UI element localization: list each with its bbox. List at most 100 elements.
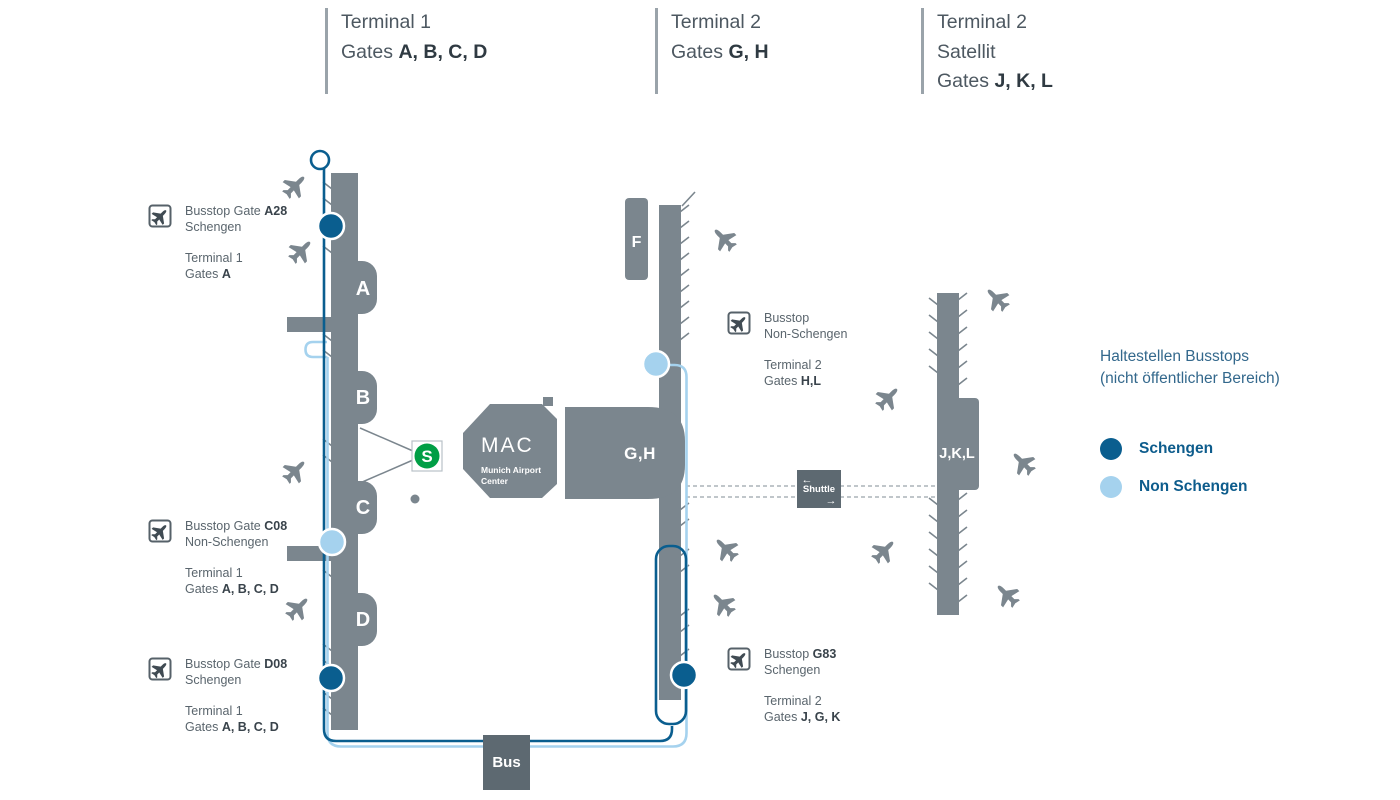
busstop-icon bbox=[727, 311, 751, 335]
busstop-name-prefix: Busstop bbox=[764, 311, 810, 325]
satellite-label: J,K,L bbox=[939, 446, 975, 462]
gates-list: J, K, L bbox=[994, 70, 1053, 92]
mac-building bbox=[463, 397, 557, 498]
terminal2-header-gates: Gates G, H bbox=[671, 38, 769, 68]
gates-list: A bbox=[221, 267, 231, 281]
busstop-type: Non-Schengen bbox=[764, 327, 848, 341]
busstop-gate-code: C08 bbox=[264, 519, 288, 533]
bus-route-schengen-t2-loop bbox=[654, 544, 688, 726]
busstop-name: Busstop Gate A28 bbox=[185, 203, 287, 219]
shuttle-arrow-right-icon: → bbox=[826, 495, 837, 507]
f-pier-building bbox=[625, 198, 648, 280]
busstop-icon bbox=[148, 519, 172, 543]
bus-label: Bus bbox=[492, 754, 520, 771]
gates-list: A, B, C, D bbox=[221, 720, 279, 734]
terminal1-header: Terminal 1 Gates A, B, C, D bbox=[325, 8, 487, 94]
t1-gate-letter-b: B bbox=[356, 387, 370, 409]
legend-title-line1: Haltestellen Busstops bbox=[1100, 348, 1250, 365]
busstop-name-prefix: Busstop Gate bbox=[185, 204, 265, 218]
airplane-icon bbox=[705, 586, 741, 622]
busstop-type: Schengen bbox=[185, 220, 242, 234]
bus-route-turnaround-loop bbox=[309, 149, 331, 171]
satellite-building bbox=[937, 293, 979, 615]
gates-list: J, G, K bbox=[800, 710, 841, 724]
gates-prefix: Gates bbox=[937, 70, 995, 92]
terminal1-header-title: Terminal 1 bbox=[341, 11, 431, 33]
airplane-icon bbox=[283, 233, 319, 269]
terminal1-building bbox=[287, 173, 377, 730]
terminal2-satellite-header: Terminal 2 Satellit Gates J, K, L bbox=[921, 8, 1053, 94]
bus-route-non-schengen bbox=[304, 340, 688, 748]
airplane-icon bbox=[277, 168, 313, 204]
mac-subtitle-line1: Munich Airport bbox=[481, 465, 541, 475]
terminal1-header-gates: Gates A, B, C, D bbox=[341, 38, 487, 68]
busstop-type: Schengen bbox=[185, 673, 242, 687]
gates-prefix: Gates bbox=[764, 374, 801, 388]
busstop-label-a28: Busstop Gate A28 Schengen Terminal 1 Gat… bbox=[148, 203, 287, 282]
gates-list: G, H bbox=[728, 40, 769, 63]
t1-sbahn-connectors bbox=[359, 427, 414, 484]
busstop-dot-c08-nonschengen bbox=[317, 527, 347, 557]
legend-label-non-schengen: Non Schengen bbox=[1139, 478, 1248, 495]
legend-title: Haltestellen Busstops (nicht öffentliche… bbox=[1100, 346, 1360, 390]
airplane-icon bbox=[708, 531, 744, 567]
busstop-name: Busstop Gate D08 bbox=[185, 656, 287, 672]
busstop-label-t2-nonschengen: Busstop Non-Schengen Terminal 2 Gates H,… bbox=[727, 310, 847, 389]
legend-label-schengen: Schengen bbox=[1139, 440, 1214, 457]
busstop-name: Busstop G83 bbox=[764, 646, 840, 662]
busstop-dot-a28-schengen bbox=[316, 211, 346, 241]
mac-title: MAC bbox=[481, 434, 534, 457]
jetway-ticks-satellite-right bbox=[957, 292, 968, 603]
busstop-name: Busstop Gate C08 bbox=[185, 518, 287, 534]
busstop-dot-d08-schengen bbox=[316, 663, 346, 693]
map-small-dot bbox=[410, 494, 420, 504]
busstop-dots bbox=[316, 211, 699, 693]
busstop-label-d08: Busstop Gate D08 Schengen Terminal 1 Gat… bbox=[148, 656, 287, 735]
bus-stop-box: Bus bbox=[483, 735, 530, 790]
legend-item-non-schengen: Non Schengen bbox=[1100, 476, 1248, 498]
legend-title-line2: (nicht öffentlicher Bereich) bbox=[1100, 370, 1280, 387]
busstop-terminal: Terminal 2 bbox=[764, 694, 822, 708]
busstop-terminal: Terminal 1 bbox=[185, 566, 243, 580]
legend: Haltestellen Busstops (nicht öffentliche… bbox=[1100, 346, 1360, 498]
gates-prefix: Gates bbox=[671, 40, 729, 63]
non-schengen-dot-icon bbox=[1100, 476, 1122, 498]
terminal2-satellite-header-subtitle: Satellit bbox=[937, 40, 996, 63]
busstop-terminal: Terminal 2 bbox=[764, 358, 822, 372]
busstop-icon bbox=[148, 657, 172, 681]
gates-prefix: Gates bbox=[185, 582, 222, 596]
terminal2-satellite-header-title: Terminal 2 bbox=[937, 11, 1027, 33]
busstop-gates: Gates J, G, K bbox=[764, 709, 840, 725]
busstop-name-prefix: Busstop bbox=[764, 647, 813, 661]
busstop-dot-t2-nonschengen bbox=[641, 349, 671, 379]
airplane-icon bbox=[989, 577, 1025, 613]
schengen-dot-icon bbox=[1100, 438, 1122, 460]
busstop-gates: Gates H,L bbox=[764, 373, 847, 389]
shuttle-arrow-left-icon: ← bbox=[802, 474, 813, 486]
terminal2-building bbox=[565, 198, 685, 700]
busstop-label-g83: Busstop G83 Schengen Terminal 2 Gates J,… bbox=[727, 646, 840, 725]
busstop-type: Schengen bbox=[764, 663, 821, 677]
gates-list: A, B, C, D bbox=[221, 582, 279, 596]
airplane-icon bbox=[277, 453, 313, 489]
gates-prefix: Gates bbox=[185, 267, 222, 281]
terminal2-header: Terminal 2 Gates G, H bbox=[655, 8, 769, 94]
terminal2-header-title: Terminal 2 bbox=[671, 11, 761, 33]
busstop-gate-code: D08 bbox=[264, 657, 288, 671]
t1-gate-letter-a: A bbox=[356, 278, 370, 300]
busstop-label-c08: Busstop Gate C08 Non-Schengen Terminal 1… bbox=[148, 518, 287, 597]
busstop-gates: Gates A, B, C, D bbox=[185, 581, 287, 597]
mac-subtitle-line2: Center bbox=[481, 476, 509, 486]
busstop-dot-g83-schengen bbox=[669, 660, 699, 690]
sbahn-letter: S bbox=[421, 447, 432, 466]
busstop-name-prefix: Busstop Gate bbox=[185, 657, 265, 671]
legend-item-schengen: Schengen bbox=[1100, 438, 1213, 460]
busstop-gate-code: A28 bbox=[264, 204, 288, 218]
terminal2-satellite-header-gates: Gates J, K, L bbox=[937, 67, 1053, 97]
busstop-icon bbox=[148, 204, 172, 228]
shuttle-label: Shuttle bbox=[803, 484, 835, 495]
gates-prefix: Gates bbox=[341, 40, 399, 63]
airplane-icon bbox=[870, 380, 906, 416]
